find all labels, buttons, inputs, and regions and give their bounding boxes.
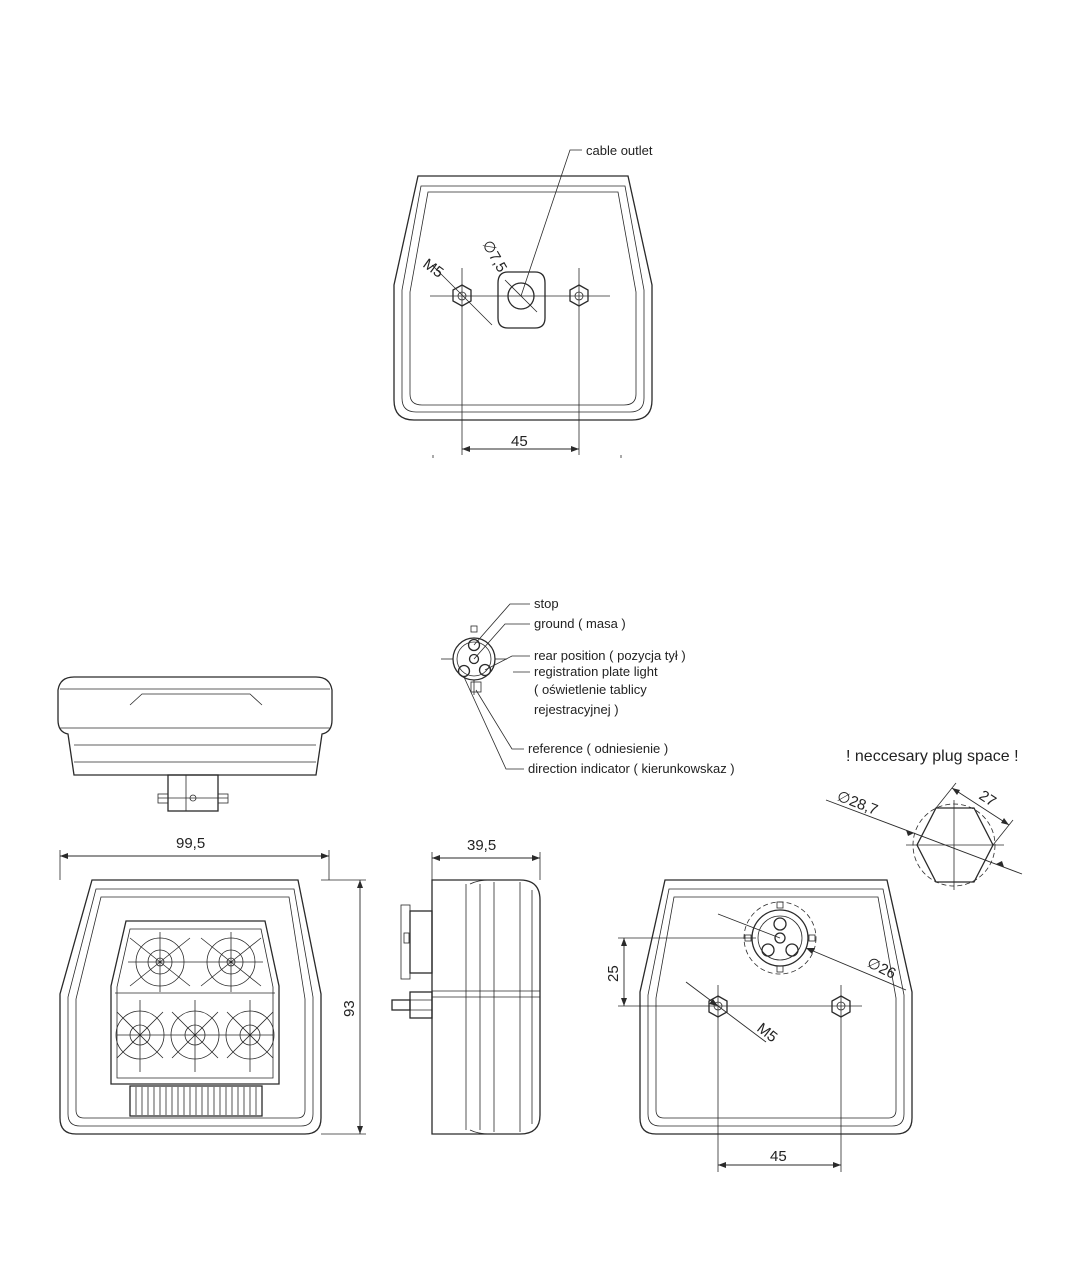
label-direction-indicator: direction indicator ( kierunkowskaz )	[528, 761, 735, 776]
label-dim-45-top: 45	[511, 433, 528, 450]
label-stop: stop	[534, 596, 559, 611]
rear-view-bottom	[618, 879, 913, 1172]
connector-pinout	[441, 603, 530, 770]
label-dia-7-5: ∅7,5	[479, 238, 511, 276]
label-registration-2: ( oświetlenie tablicy	[534, 682, 647, 697]
label-plug-space: ! neccesary plug space !	[846, 748, 1019, 765]
label-dim-99-5: 99,5	[176, 835, 205, 852]
label-dim-45-bottom: 45	[770, 1148, 787, 1165]
label-ground: ground ( masa )	[534, 616, 626, 631]
cable-outlet-boss	[497, 271, 546, 329]
upper-led-pair	[128, 932, 263, 992]
label-dim-27: 27	[976, 787, 999, 810]
label-dim-93: 93	[341, 1000, 358, 1017]
lower-led-triplet	[115, 1000, 275, 1072]
label-dia-26: ∅26	[864, 954, 898, 982]
label-dim-25: 25	[605, 965, 622, 982]
plug-space-detail	[825, 782, 1023, 890]
label-reference: reference ( odniesienie )	[528, 741, 668, 756]
label-m5-bottom: M5	[754, 1020, 781, 1046]
label-dim-39-5: 39,5	[467, 837, 496, 854]
label-m5-top: M5	[420, 255, 447, 281]
label-registration-3: rejestracyjnej )	[534, 702, 619, 717]
label-rear-position: rear position ( pozycja tył )	[534, 648, 686, 663]
front-view	[59, 850, 366, 1135]
rear-view-top	[393, 149, 653, 458]
label-registration-1: registration plate light	[534, 664, 658, 679]
label-dia-28-7: ∅28,7	[835, 788, 881, 819]
side-view	[391, 852, 541, 1135]
label-cable-outlet: cable outlet	[586, 143, 653, 158]
rear-socket	[743, 901, 817, 975]
profile-top-view	[57, 676, 333, 812]
